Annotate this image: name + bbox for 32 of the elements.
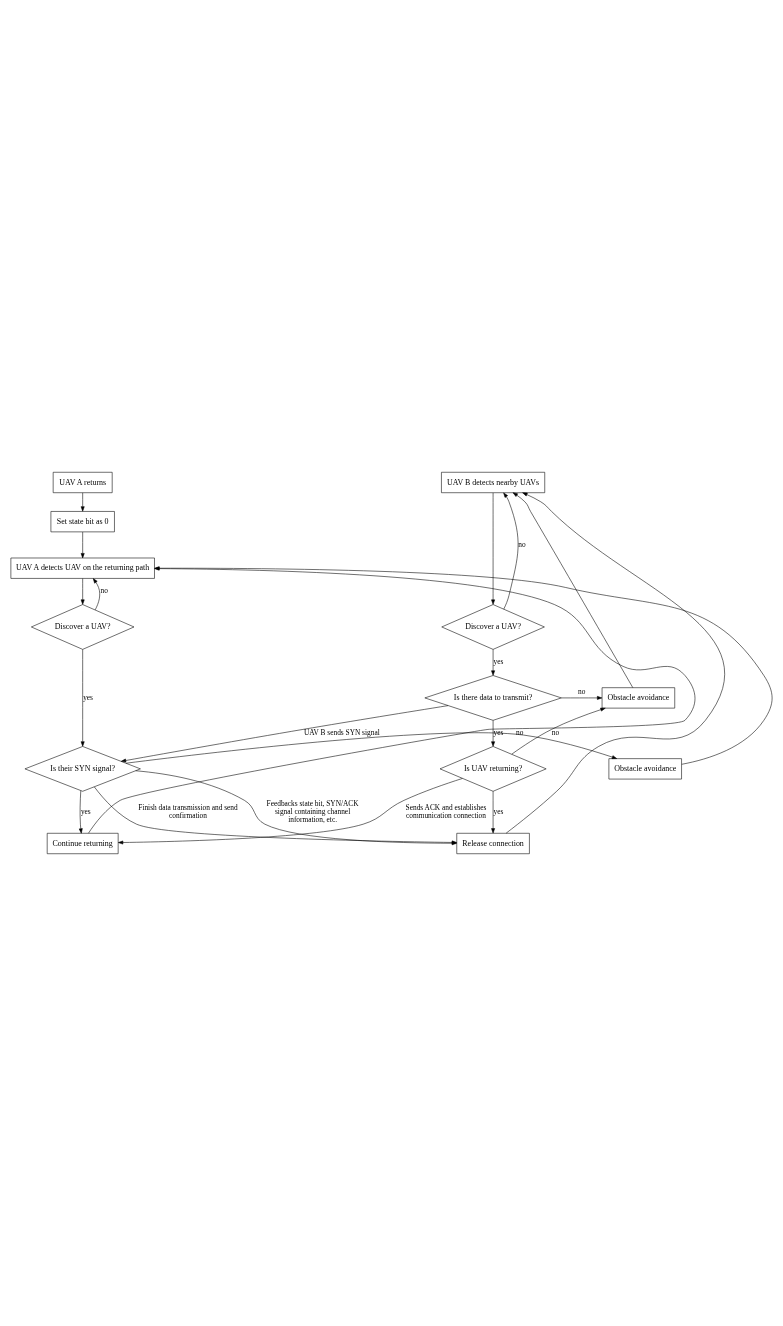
arrow [125,732,617,764]
node-box: UAV B detects nearby UAVs [441,472,546,493]
arrow [120,705,449,763]
arrow [80,531,85,559]
node-diamond: Discover a UAV? [441,604,545,650]
node-box: Release connection [456,833,530,854]
arrow [512,492,634,688]
arrow [491,492,495,605]
arrow [491,791,495,834]
node-box: Obstacle avoidance [601,687,676,709]
arrow [154,566,773,765]
arrow [491,649,495,676]
arrow [92,578,100,611]
arrow [78,790,83,834]
arrow [80,649,85,747]
arrow [80,578,85,605]
node-box: UAV A returns [52,472,113,493]
node-box: UAV A detects UAV on the returning path [10,557,155,579]
node-diamond: Is UAV returning? [439,746,547,792]
node-box: Continue returning [46,833,119,854]
node-box: Obstacle avoidance [608,758,682,780]
arrow [80,492,85,512]
node-diamond: Is their SYN signal? [24,746,141,792]
arrow [88,566,696,834]
node-diamond: Discover a UAV? [31,604,135,650]
node-diamond: Is there data to transmit? [424,675,562,721]
arrow [561,696,603,700]
arrow [511,707,606,755]
arrow [505,492,725,834]
arrow [491,720,495,747]
arrow [503,492,519,610]
node-box: Set state bit as 0 [50,511,115,533]
